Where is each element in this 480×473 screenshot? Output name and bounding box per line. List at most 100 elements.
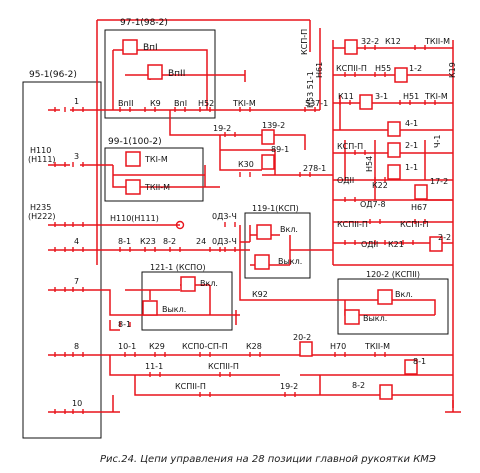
label-kspii: КСПII-П [336,64,367,73]
coil-89-1 [261,154,275,170]
terminal-1: 1 [74,97,79,106]
wiring [48,19,461,413]
coil-tk2-label: ТКII-М [144,183,170,192]
label-c17: 24 [196,237,206,246]
label-k12: К12 [385,37,401,46]
label-c9: 89-1 [271,145,289,154]
label-c7: 19-2 [213,124,231,133]
label-r32: 32-2 [361,37,379,46]
figure-caption: Рис.24. Цепи управления на 28 позиции гл… [100,454,436,465]
box-97-title: 97-1(98-2) [120,18,168,28]
coil-tk2 [125,179,141,195]
label-r22: 2-2 [438,233,451,242]
coil-vp2-label: ВпII [168,69,185,79]
coil-vykl-120 [344,309,360,325]
box-120-title: 120-2 (КСПII) [366,270,420,279]
coil-139-2 [261,129,275,145]
coil-vkl-121-label: Вкл. [200,279,218,288]
label-c10: К30 [238,160,254,169]
label-r41: 4-1 [405,119,418,128]
coil-vkl-119 [256,224,272,240]
coil-8-1 [404,359,418,375]
label-od78: ОД7-8 [360,200,386,209]
wire-n235: Н235 [30,203,51,212]
label-c23: К28 [246,342,262,351]
label-r31: 3-1 [375,92,388,101]
label-c8: 139-2 [262,121,285,130]
label-tkii: ТКII-М [424,37,450,46]
coil-vkl-120 [377,289,393,305]
coil-17-2 [414,184,428,200]
box-120-frame [337,278,449,335]
label-h53: Н53 51-1 [306,71,315,108]
wire-n222: (Н222) [28,212,56,221]
label-c32: 8-2 [352,381,365,390]
label-c15: К23 [140,237,156,246]
coils: ВпI ВпII ТКI-М ТКII-М Вкл. Выкл. Вкл. Вы… [122,39,443,400]
coil-vp2 [147,64,163,80]
label-c28: КСПII-П [208,362,239,371]
label-c29: КСПII-П [175,382,206,391]
coil-2-1 [387,142,401,158]
box-121-title: 121-1 (КСПО) [150,263,206,272]
label-h55: Н55 [375,64,391,73]
coil-vykl-121-label: Выкл. [162,305,186,314]
coil-3-1 [359,94,373,110]
coil-tk1-label: ТКI-М [144,155,168,164]
coil-4-1 [387,121,401,137]
label-k21: К21 [388,240,404,249]
box-119-title: 119-1(КСП) [252,204,299,213]
label-c27: 11-1 [145,362,163,371]
label-c4: Н52 [198,99,214,108]
label-k19: К19 [448,62,457,78]
label-c22: КСП0-СП-П [182,342,228,351]
label-kspii2: КСПII-П [337,220,368,229]
box-kme-title: 95-1(96-2) [29,70,77,80]
label-kspi: КСПI-П [400,220,429,229]
label-h54: Н54 [365,156,374,172]
label-c31: 8-1 [413,357,426,366]
coil-vp1-label: ВпI [143,43,158,53]
label-r11: 1-1 [405,163,418,172]
label-c3: ВпI [174,99,187,108]
coil-1-2 [394,67,408,83]
coil-vykl-119-label: Выкл. [278,257,302,266]
controller-kme-frame [22,81,102,439]
coil-vykl-120-label: Выкл. [363,314,387,323]
label-ch1: Ч-1 [433,135,442,148]
label-h67: Н67 [411,203,427,212]
box-121-frame [141,271,233,331]
coil-2-2 [429,236,443,252]
wire-n110: Н110 [30,146,51,155]
label-c2: К9 [150,99,161,108]
box-97-frame [104,29,216,119]
label-c6: 537-1 [305,99,328,108]
coil-32-2 [344,39,358,55]
coil-vkl-121 [180,276,196,292]
coil-20-2 [299,341,313,357]
coil-vykl-119 [254,254,270,270]
label-c26: ТКII-М [364,342,390,351]
label-c12: 0Д3-Ч [212,212,237,221]
label-h51: Н51 [403,92,419,101]
label-c18: 8-1 [118,320,131,329]
label-c30: 19-2 [280,382,298,391]
wire-n110b: Н110(Н111) [110,214,159,223]
terminal-8: 8 [74,342,79,351]
label-c14: 8-1 [118,237,131,246]
coil-tk1 [125,151,141,167]
coil-1-1 [387,164,401,180]
terminal-4: 4 [74,237,79,246]
label-c24: 20-2 [293,333,311,342]
fuse-symbol [175,220,185,230]
label-c13: 0Д3-Ч [212,237,237,246]
terminal-7: 7 [74,277,79,286]
label-c21: К29 [149,342,165,351]
coil-vp1 [122,39,138,55]
label-c16: 8-2 [163,237,176,246]
terminal-3: 3 [74,152,79,161]
label-c19: К92 [252,290,268,299]
coil-vkl-119-label: Вкл. [280,225,298,234]
label-h61: Н61 [315,62,324,78]
